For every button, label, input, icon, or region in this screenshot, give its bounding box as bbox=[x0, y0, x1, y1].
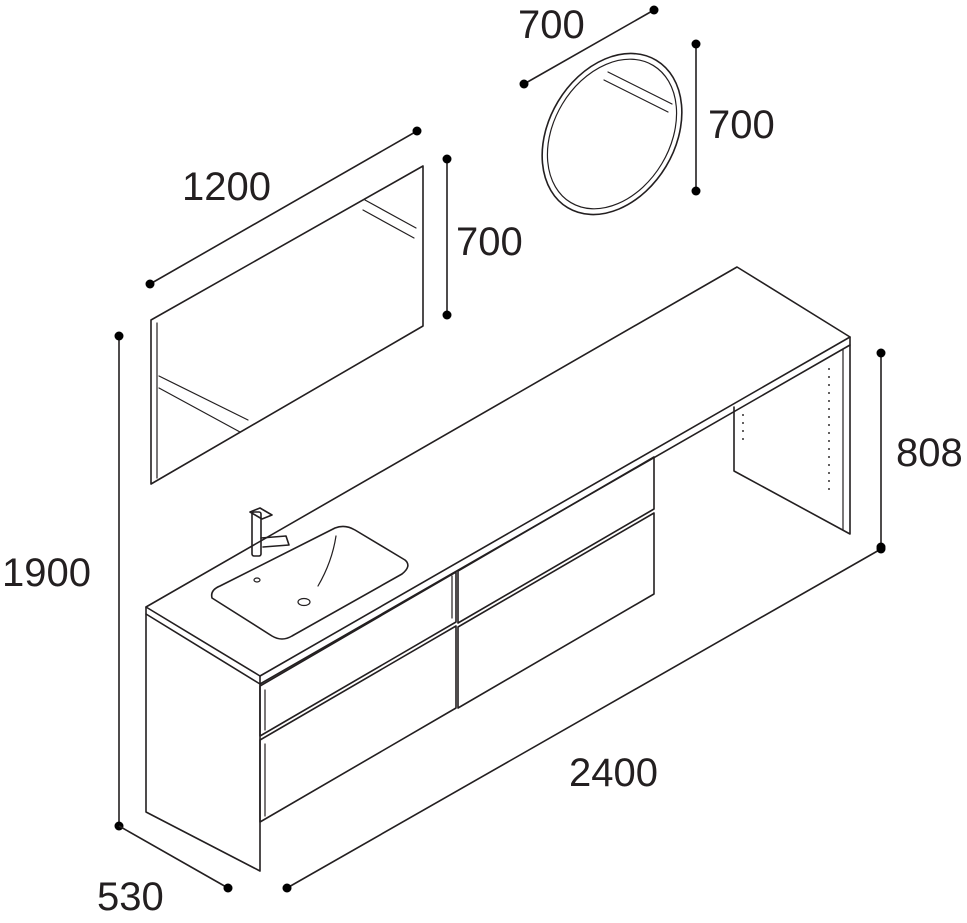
dim-round-mirror-width: 700 bbox=[518, 3, 659, 89]
rect-mirror bbox=[150, 165, 424, 485]
label-total-height: 1900 bbox=[2, 551, 91, 595]
dim-rect-mirror-width: 1200 bbox=[145, 126, 422, 289]
label-rect-mirror-height: 700 bbox=[456, 220, 523, 264]
dim-vanity-width: 2400 bbox=[282, 544, 886, 893]
dim-vanity-depth: 530 bbox=[97, 825, 233, 919]
label-round-mirror-height: 700 bbox=[708, 103, 775, 147]
dim-total-height: 1900 bbox=[2, 331, 124, 831]
dim-counter-height: 808 bbox=[876, 348, 963, 552]
dim-round-mirror-height: 700 bbox=[691, 39, 775, 196]
round-mirror bbox=[541, 52, 683, 216]
label-counter-height: 808 bbox=[896, 431, 963, 475]
label-rect-mirror-width: 1200 bbox=[182, 165, 271, 209]
faucet-icon bbox=[249, 507, 290, 557]
vanity-counter bbox=[145, 266, 851, 872]
sink-basin bbox=[210, 525, 409, 640]
drawers bbox=[259, 456, 655, 823]
label-round-mirror-width: 700 bbox=[518, 3, 585, 47]
label-vanity-width: 2400 bbox=[569, 751, 658, 795]
label-vanity-depth: 530 bbox=[97, 875, 164, 919]
dim-rect-mirror-height: 700 bbox=[442, 154, 523, 320]
